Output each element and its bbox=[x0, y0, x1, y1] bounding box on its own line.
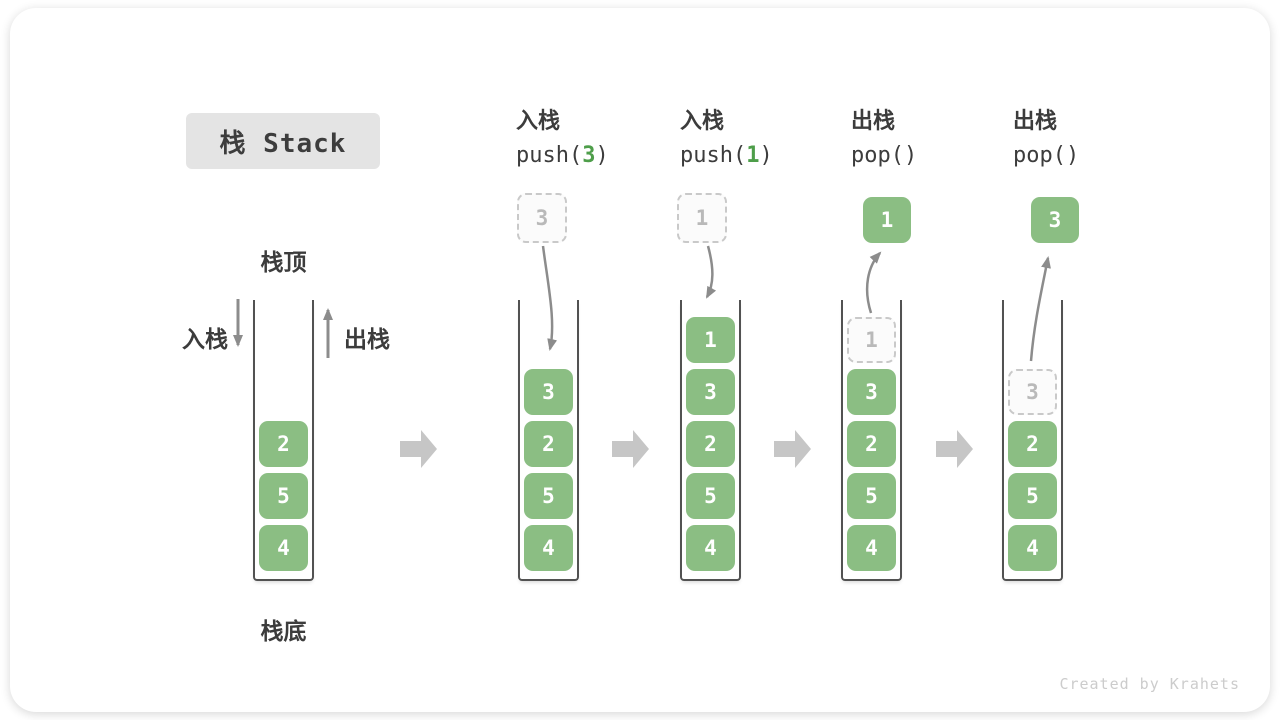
pop-side-label: 出栈 bbox=[344, 326, 390, 352]
code-suffix: ) bbox=[595, 143, 609, 168]
stack-cell: 3 bbox=[686, 369, 735, 415]
op-name: 入栈 bbox=[680, 108, 725, 133]
stack-cell: 4 bbox=[524, 525, 573, 571]
stack-state-after-push-3: 3 2 5 4 bbox=[518, 300, 579, 581]
stack-state-after-pop-1: 1 3 2 5 4 bbox=[841, 300, 902, 581]
stack-cell-ghost: 3 bbox=[1008, 369, 1057, 415]
code-suffix: ) bbox=[759, 143, 773, 168]
popped-element-box: 1 bbox=[863, 197, 911, 243]
op-label-pop-1: 出栈 pop() bbox=[851, 107, 917, 169]
code-prefix: pop( bbox=[1013, 143, 1066, 168]
push-side-label: 入栈 bbox=[182, 326, 228, 352]
op-code: push(1) bbox=[680, 143, 773, 169]
popped-element-box: 3 bbox=[1031, 197, 1079, 243]
stack-cell: 4 bbox=[259, 525, 308, 571]
stack-bottom-label: 栈底 bbox=[260, 618, 307, 644]
op-code: pop() bbox=[851, 143, 917, 169]
op-name: 出栈 bbox=[1013, 108, 1058, 133]
op-label-push-1: 入栈 push(1) bbox=[680, 107, 773, 169]
stack-cell: 2 bbox=[1008, 421, 1057, 467]
title-box: 栈 Stack bbox=[186, 113, 380, 169]
code-prefix: push( bbox=[680, 143, 747, 168]
stack-cell: 3 bbox=[524, 369, 573, 415]
stack-cell: 5 bbox=[524, 473, 573, 519]
stack-cell: 5 bbox=[686, 473, 735, 519]
code-suffix: ) bbox=[903, 143, 918, 168]
stack-state-after-pop-3: 3 2 5 4 bbox=[1002, 300, 1063, 581]
footer-credit: Created by Krahets bbox=[1059, 675, 1240, 693]
op-name: 出栈 bbox=[851, 108, 896, 133]
code-suffix: ) bbox=[1065, 143, 1080, 168]
stack-state-after-push-1: 1 3 2 5 4 bbox=[680, 300, 741, 581]
stack-cell-ghost: 1 bbox=[847, 317, 896, 363]
stack-cell: 4 bbox=[1008, 525, 1057, 571]
stack-cell: 4 bbox=[686, 525, 735, 571]
op-code: push(3) bbox=[516, 143, 609, 169]
incoming-element-box: 1 bbox=[677, 193, 727, 243]
op-code: pop() bbox=[1013, 143, 1079, 169]
stack-top-label: 栈顶 bbox=[260, 249, 307, 275]
code-arg: 1 bbox=[746, 143, 760, 168]
code-arg: 3 bbox=[582, 143, 596, 168]
op-label-push-3: 入栈 push(3) bbox=[516, 107, 609, 169]
stack-cell: 5 bbox=[259, 473, 308, 519]
stack-cell: 2 bbox=[847, 421, 896, 467]
stack-cell: 1 bbox=[686, 317, 735, 363]
stack-state-initial: 2 5 4 bbox=[253, 300, 314, 581]
stack-cell: 5 bbox=[847, 473, 896, 519]
stack-cell: 4 bbox=[847, 525, 896, 571]
stack-cell: 2 bbox=[686, 421, 735, 467]
code-prefix: push( bbox=[516, 143, 583, 168]
stack-cell: 2 bbox=[524, 421, 573, 467]
code-prefix: pop( bbox=[851, 143, 904, 168]
op-label-pop-3: 出栈 pop() bbox=[1013, 107, 1079, 169]
incoming-element-box: 3 bbox=[517, 193, 567, 243]
stack-cell: 3 bbox=[847, 369, 896, 415]
op-name: 入栈 bbox=[516, 108, 561, 133]
stack-cell: 5 bbox=[1008, 473, 1057, 519]
title-text: 栈 Stack bbox=[219, 128, 347, 159]
stack-cell: 2 bbox=[259, 421, 308, 467]
